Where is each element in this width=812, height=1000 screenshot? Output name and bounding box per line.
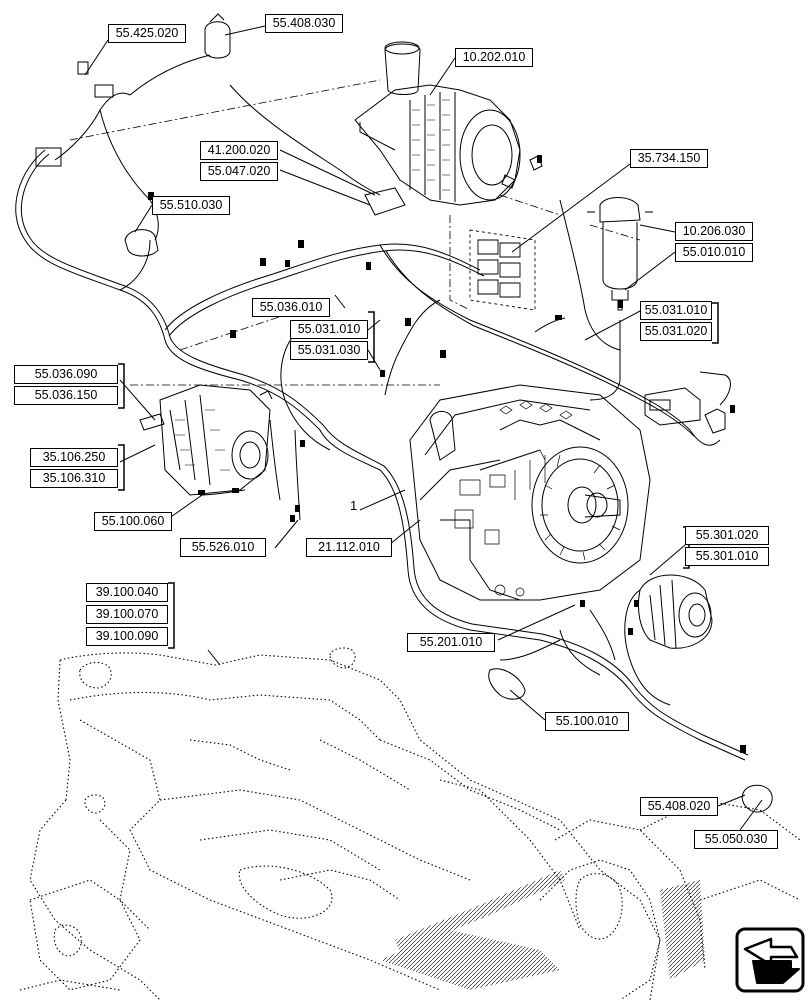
callout-55-031-020[interactable]: 55.031.020	[640, 322, 712, 341]
callout-55-510-030[interactable]: 55.510.030	[152, 196, 230, 215]
callout-55-031-010-b[interactable]: 55.031.010	[290, 320, 368, 339]
callout-55-301-010[interactable]: 55.301.010	[685, 547, 769, 566]
callout-55-010-010[interactable]: 55.010.010	[675, 243, 753, 262]
leader-lines	[84, 25, 763, 831]
transmission-assembly	[409, 384, 651, 601]
callout-35-106-250[interactable]: 35.106.250	[30, 448, 118, 467]
callout-55-031-010[interactable]: 55.031.010	[640, 301, 712, 320]
callout-39-100-040[interactable]: 39.100.040	[86, 583, 168, 602]
callout-10-202-010[interactable]: 10.202.010	[455, 48, 533, 67]
callout-55-301-020[interactable]: 55.301.020	[685, 526, 769, 545]
callout-55-408-020[interactable]: 55.408.020	[640, 797, 718, 816]
callout-35-106-310[interactable]: 35.106.310	[30, 469, 118, 488]
group-brackets	[118, 302, 719, 649]
pump-detail	[175, 409, 230, 471]
transmission-detail	[454, 400, 621, 597]
next-page-arrow-icon[interactable]	[735, 927, 805, 993]
relay-block	[469, 229, 536, 311]
connector-box	[644, 387, 701, 426]
air-filter-detail	[412, 99, 450, 191]
alternator	[637, 574, 713, 649]
callout-55-036-150[interactable]: 55.036.150	[14, 386, 118, 405]
chassis-hatching	[380, 870, 705, 990]
callout-55-036-010[interactable]: 55.036.010	[252, 298, 330, 317]
callout-55-526-010[interactable]: 55.526.010	[180, 538, 266, 557]
connectors	[148, 155, 746, 753]
callout-21-112-010[interactable]: 21.112.010	[306, 538, 392, 557]
callout-10-206-030[interactable]: 10.206.030	[675, 222, 753, 241]
callout-39-100-090[interactable]: 39.100.090	[86, 627, 168, 646]
item-number-label: 1	[350, 498, 358, 513]
hydraulic-pump	[139, 384, 273, 496]
air-filter	[354, 41, 521, 206]
wiring-harness	[15, 54, 749, 761]
sensors	[35, 13, 773, 813]
callout-55-100-060[interactable]: 55.100.060	[94, 512, 172, 531]
callout-55-100-010[interactable]: 55.100.010	[545, 712, 629, 731]
guide-lines	[69, 79, 641, 386]
callout-39-100-070[interactable]: 39.100.070	[86, 605, 168, 624]
callout-41-200-020[interactable]: 41.200.020	[200, 141, 278, 160]
callout-55-050-030[interactable]: 55.050.030	[694, 830, 778, 849]
chassis-frame	[19, 647, 801, 1000]
callout-55-201-010[interactable]: 55.201.010	[407, 633, 495, 652]
fuel-filter	[587, 197, 653, 311]
callout-35-734-150[interactable]: 35.734.150	[630, 149, 708, 168]
callout-55-408-030[interactable]: 55.408.030	[265, 14, 343, 33]
callout-55-031-030[interactable]: 55.031.030	[290, 341, 368, 360]
callout-55-047-020[interactable]: 55.047.020	[200, 162, 278, 181]
callout-55-425-020[interactable]: 55.425.020	[108, 24, 186, 43]
callout-55-036-090[interactable]: 55.036.090	[14, 365, 118, 384]
